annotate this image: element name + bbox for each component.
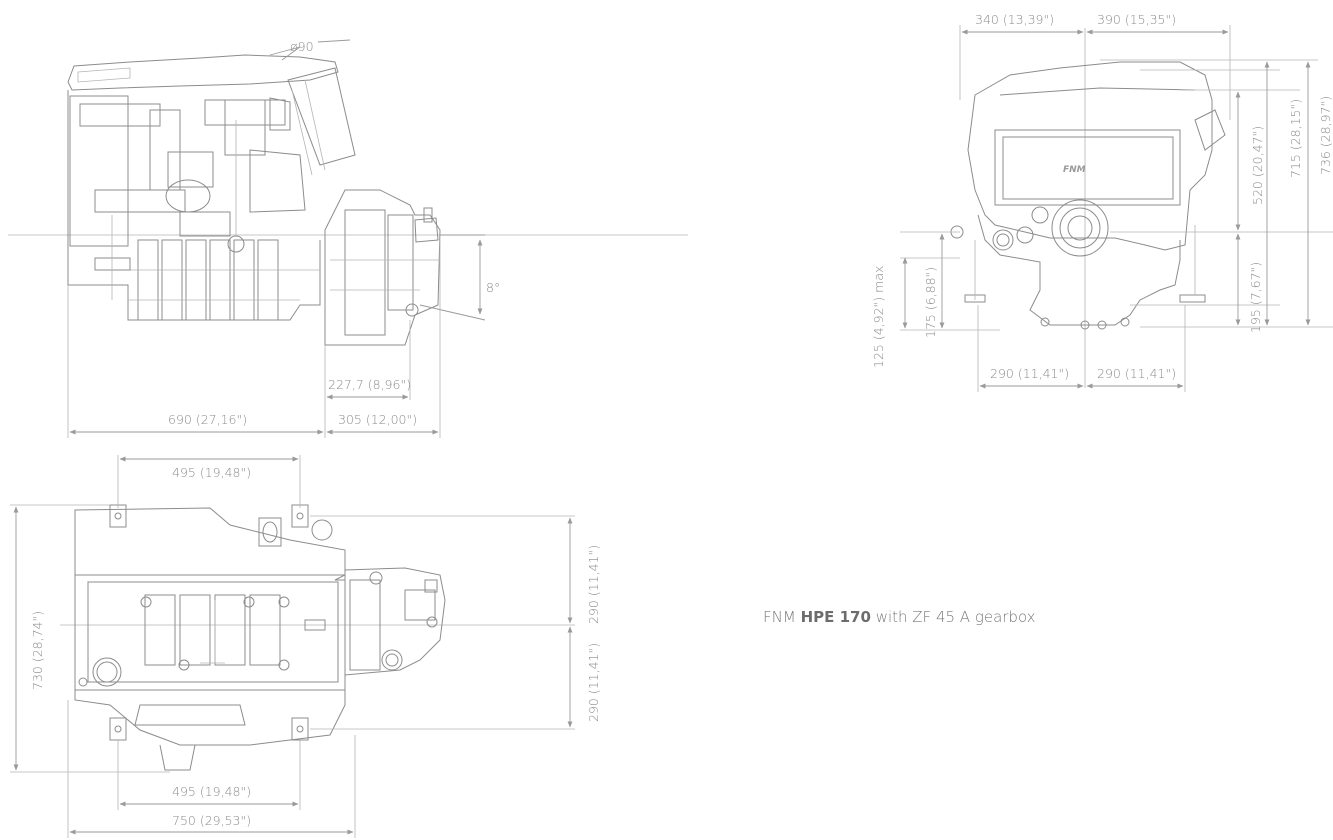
mount-right-label: 290 (11,41"): [1097, 366, 1176, 381]
half-width-upper-label: 290 (11,41"): [586, 545, 601, 624]
height-195-label: 195 (7,67"): [1248, 262, 1263, 333]
top-engine-body: [74, 504, 346, 771]
exhaust-tick: [317, 39, 351, 43]
height-175-label: 175 (6,88"): [923, 267, 938, 338]
overall-width-label: 730 (28,74"): [30, 611, 45, 690]
caption-suffix: with ZF 45 A gearbox: [875, 608, 1036, 626]
exhaust-leader-2: [281, 46, 301, 61]
height-520-label: 520 (20,47"): [1250, 126, 1265, 205]
angle-tilt-line: [419, 304, 486, 321]
angle-label: 8°: [486, 280, 500, 295]
side-engine-body: [67, 54, 356, 321]
width-right-label: 390 (15,35"): [1097, 12, 1176, 27]
exhaust-diameter-label: ø90: [290, 39, 314, 54]
gearbox-offset-label: 227,7 (8,96"): [328, 377, 411, 392]
width-left-label: 340 (13,39"): [975, 12, 1054, 27]
gearbox-length-label: 305 (12,00"): [338, 412, 417, 427]
drawing-caption: FNM HPE 170 with ZF 45 A gearbox: [763, 608, 1036, 626]
front-engine-body: FNM: [950, 61, 1226, 330]
side-gearbox: [324, 189, 441, 346]
caption-model: HPE 170: [800, 608, 871, 626]
mount-spacing-bottom-label: 495 (19,48"): [172, 784, 251, 799]
engine-length-label: 690 (27,16"): [168, 412, 247, 427]
fnm-logo-mark: FNM: [1063, 165, 1086, 175]
height-125-label: 125 (4,92") max: [871, 266, 886, 368]
height-715-label: 715 (28,15"): [1288, 99, 1303, 178]
half-width-lower-label: 290 (11,41"): [586, 643, 601, 722]
overall-length-label: 750 (29,53"): [172, 813, 251, 828]
top-view: 495 (19,48") 495 (19,48") 750 (29,53") 7…: [10, 455, 601, 838]
height-736-label: 736 (28,97"): [1318, 96, 1333, 175]
exhaust-leader: [269, 46, 301, 56]
caption-brand: FNM: [763, 608, 796, 626]
mount-left-label: 290 (11,41"): [990, 366, 1069, 381]
mount-spacing-top-label: 495 (19,48"): [172, 465, 251, 480]
side-view: 8° ø90 227,7 (8,96") 690 (27,16") 305 (1…: [8, 39, 688, 438]
top-gearbox: [344, 567, 446, 676]
front-view: FNM: [871, 12, 1333, 392]
